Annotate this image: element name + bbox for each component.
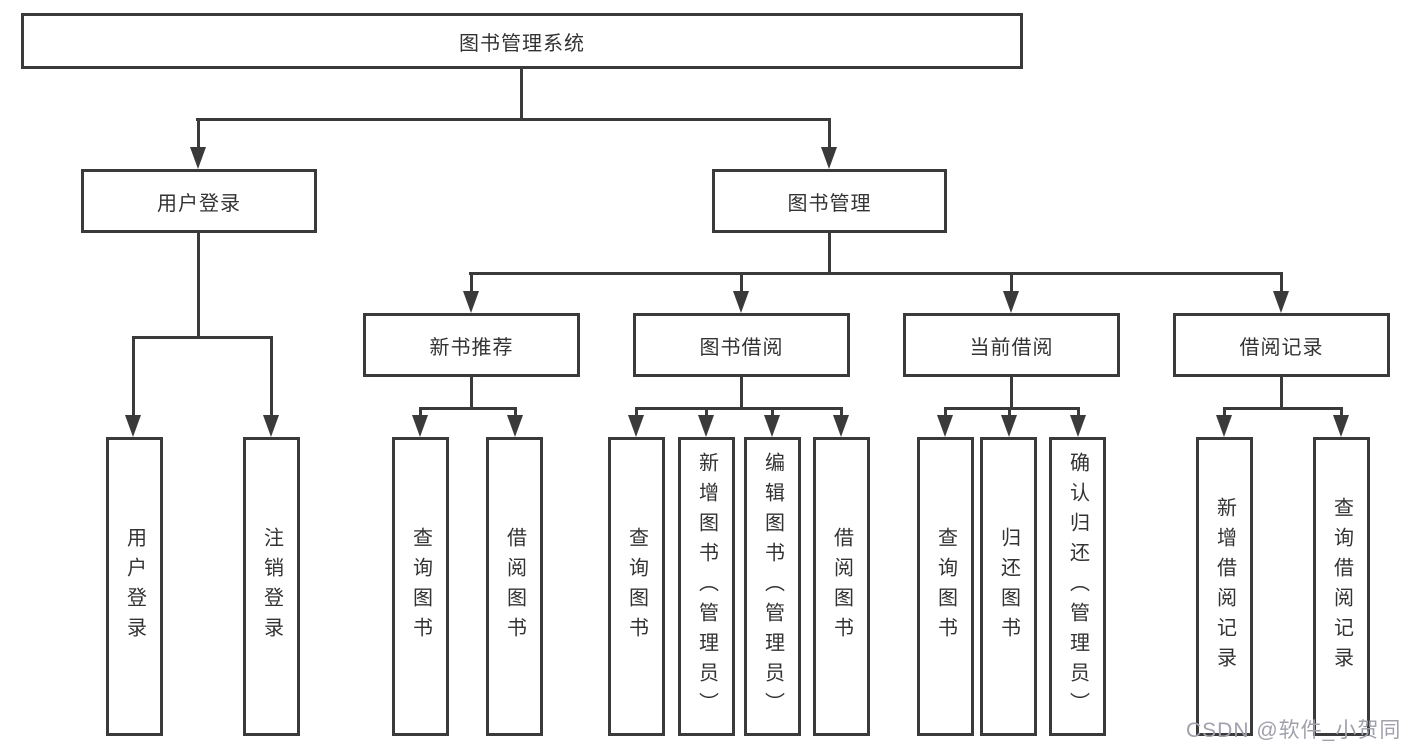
node-book-management: 图书管理 [712, 169, 947, 233]
connector-drop-leaf [514, 407, 517, 419]
connector-group-rail [635, 407, 843, 410]
leaf-query-books: 查询图书 [392, 437, 449, 736]
connector-login-stem [197, 233, 200, 339]
connector-drop-leaf [270, 336, 273, 418]
arrowhead-down-icon [1003, 291, 1019, 313]
arrowhead-down-icon [1273, 291, 1289, 313]
connector-root-stem [520, 69, 523, 121]
leaf-query-books: 查询图书 [917, 437, 974, 736]
connector-drop-leaf [771, 407, 774, 419]
connector-drop-group [740, 272, 743, 294]
leaf-borrow-books: 借阅图书 [486, 437, 543, 736]
leaf-confirm-return-admin: 确认归还（管理员） [1049, 437, 1106, 736]
node-current-borrow: 当前借阅 [903, 313, 1120, 377]
arrowhead-down-icon [698, 415, 714, 437]
arrowhead-down-icon [125, 415, 141, 437]
leaf-query-books: 查询图书 [608, 437, 665, 736]
connector-drop-leaf [1008, 407, 1011, 419]
node-library-system: 图书管理系统 [21, 13, 1023, 69]
arrowhead-down-icon [507, 415, 523, 437]
arrowhead-down-icon [628, 415, 644, 437]
connector-group-stem [740, 377, 743, 410]
connector-drop-leaf [840, 407, 843, 419]
leaf-borrow-books: 借阅图书 [813, 437, 870, 736]
arrowhead-down-icon [764, 415, 780, 437]
leaf-add-borrow-record: 新增借阅记录 [1196, 437, 1253, 736]
connector-group-rail [944, 407, 1080, 410]
leaf-edit-books-admin: 编辑图书（管理员） [744, 437, 801, 736]
connector-group-stem [1010, 377, 1013, 410]
leaf-query-borrow-record: 查询借阅记录 [1313, 437, 1370, 736]
arrowhead-down-icon [190, 147, 206, 169]
connector-drop-leaf [635, 407, 638, 419]
arrowhead-down-icon [1070, 415, 1086, 437]
connector-drop-login [197, 118, 200, 150]
connector-drop-group [1010, 272, 1013, 294]
arrowhead-down-icon [937, 415, 953, 437]
leaf-logout: 注销登录 [243, 437, 300, 736]
connector-drop-leaf [1340, 407, 1343, 419]
csdn-watermark: CSDN @软件_小贺同学 [1186, 719, 1402, 742]
connector-drop-leaf [944, 407, 947, 419]
arrowhead-down-icon [412, 415, 428, 437]
connector-root-rail [196, 118, 831, 121]
connector-group-stem [470, 377, 473, 410]
arrowhead-down-icon [463, 291, 479, 313]
arrowhead-down-icon [1001, 415, 1017, 437]
leaf-add-books-admin: 新增图书（管理员） [678, 437, 735, 736]
leaf-return-books: 归还图书 [980, 437, 1037, 736]
leaf-user-login: 用户登录 [106, 437, 163, 736]
connector-group-rail [1223, 407, 1343, 410]
connector-drop-mgmt [828, 118, 831, 150]
connector-mgmt-stem [828, 233, 831, 275]
connector-drop-leaf [1223, 407, 1226, 419]
connector-drop-leaf [419, 407, 422, 419]
connector-drop-leaf [1077, 407, 1080, 419]
connector-group-rail [419, 407, 517, 410]
connector-drop-leaf [705, 407, 708, 419]
connector-drop-group [1280, 272, 1283, 294]
connector-group-stem [1280, 377, 1283, 410]
node-new-book-recommend: 新书推荐 [363, 313, 580, 377]
connector-login-rail [132, 336, 273, 339]
arrowhead-down-icon [263, 415, 279, 437]
connector-mgmt-rail [469, 272, 1282, 275]
arrowhead-down-icon [1216, 415, 1232, 437]
connector-drop-group [470, 272, 473, 294]
arrowhead-down-icon [1333, 415, 1349, 437]
arrowhead-down-icon [821, 147, 837, 169]
arrowhead-down-icon [733, 291, 749, 313]
arrowhead-down-icon [833, 415, 849, 437]
connector-drop-leaf [132, 336, 135, 418]
node-borrow-records: 借阅记录 [1173, 313, 1390, 377]
node-user-login: 用户登录 [81, 169, 317, 233]
node-book-borrow: 图书借阅 [633, 313, 850, 377]
